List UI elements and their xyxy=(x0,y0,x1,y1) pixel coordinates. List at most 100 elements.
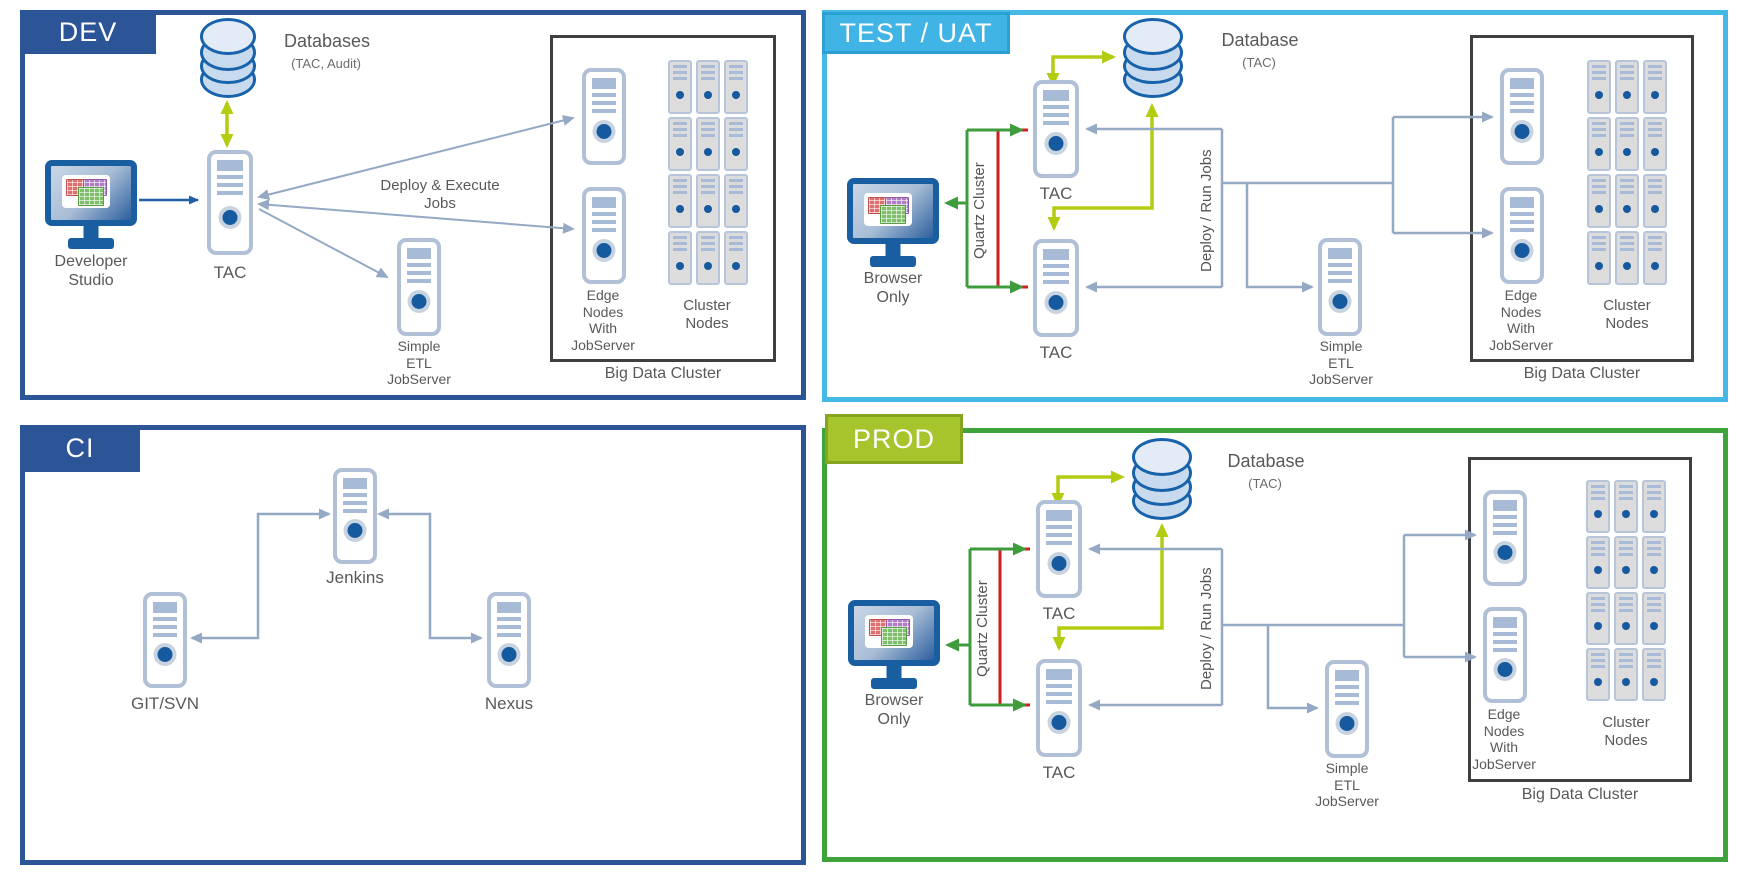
dev-edge-node-1-icon xyxy=(582,68,626,165)
cluster-node-icon xyxy=(1614,480,1638,533)
prod-browser-icon xyxy=(848,600,940,690)
prod-etl-branch xyxy=(1266,625,1319,714)
cluster-node-icon xyxy=(1615,117,1639,171)
cluster-node-icon xyxy=(1587,174,1611,228)
test-cluster-nodes-label: Cluster Nodes xyxy=(1603,297,1651,332)
ci-jenkins-git-link xyxy=(190,508,331,644)
cluster-node-icon xyxy=(1586,480,1610,533)
prod-tac1-label: TAC xyxy=(1042,604,1076,623)
prod-browser-only-label: Browser Only xyxy=(864,692,924,728)
prod-quadrant xyxy=(822,428,1728,862)
ci-jenkins-server-icon xyxy=(333,468,377,564)
dev-simple-etl-server-icon xyxy=(397,238,441,336)
ci-tab: CI xyxy=(20,425,140,472)
test-database-subtitle: (TAC) xyxy=(1242,55,1276,70)
ci-nexus-server-icon xyxy=(487,592,531,688)
cluster-node-icon xyxy=(1586,592,1610,645)
cluster-node-icon xyxy=(1614,592,1638,645)
dev-tac-label: TAC xyxy=(213,263,247,282)
cluster-node-icon xyxy=(1587,117,1611,171)
prod-big-data-cluster-label: Big Data Cluster xyxy=(1521,786,1639,803)
cluster-node-icon xyxy=(668,231,692,285)
test-quartz-red-line xyxy=(996,128,1028,289)
cluster-node-icon xyxy=(1615,231,1639,285)
cluster-node-icon xyxy=(724,231,748,285)
cluster-node-icon xyxy=(668,117,692,171)
cluster-node-icon xyxy=(724,60,748,114)
prod-database-icon xyxy=(1132,438,1192,520)
test-big-data-cluster-box xyxy=(1470,35,1694,362)
dev-tac-edge1-link xyxy=(257,115,575,200)
test-deploy-run-jobs-label: Deploy / Run Jobs xyxy=(1198,149,1215,272)
dev-tac-server-icon xyxy=(207,150,253,255)
cluster-node-icon xyxy=(668,60,692,114)
prod-deploy-run-jobs-label: Deploy / Run Jobs xyxy=(1198,567,1215,690)
test-tac2-label: TAC xyxy=(1039,343,1073,362)
prod-cluster-nodes-grid xyxy=(1586,480,1666,701)
test-simple-etl-label: Simple ETL JobServer xyxy=(1309,338,1373,388)
cluster-node-icon xyxy=(1642,480,1666,533)
cluster-node-icon xyxy=(668,174,692,228)
cluster-node-icon xyxy=(724,117,748,171)
cluster-node-icon xyxy=(1587,60,1611,114)
dev-big-data-cluster-label: Big Data Cluster xyxy=(604,365,722,382)
prod-simple-etl-label: Simple ETL JobServer xyxy=(1315,760,1379,810)
test-big-data-cluster-label: Big Data Cluster xyxy=(1523,365,1641,382)
prod-edge-node-2-icon xyxy=(1483,607,1527,703)
prod-cluster-nodes-label: Cluster Nodes xyxy=(1602,714,1650,749)
prod-quartz-red-line xyxy=(998,547,1030,707)
test-quartz-cluster-label: Quartz Cluster xyxy=(971,162,988,260)
cluster-node-icon xyxy=(1586,536,1610,589)
cluster-node-icon xyxy=(724,174,748,228)
dev-deploy-execute-label: Deploy & Execute Jobs xyxy=(380,177,500,212)
dev-edge-nodes-label: Edge Nodes With JobServer xyxy=(571,287,635,353)
test-tac1-db-link xyxy=(1046,50,1116,87)
ci-jenkins-nexus-link xyxy=(377,508,483,644)
cluster-node-icon xyxy=(696,174,720,228)
cluster-node-icon xyxy=(1642,592,1666,645)
cluster-node-icon xyxy=(1642,536,1666,589)
prod-edge-nodes-label: Edge Nodes With JobServer xyxy=(1472,706,1536,772)
dev-tac-etl-link xyxy=(258,208,389,278)
cluster-node-icon xyxy=(1587,231,1611,285)
test-uat-quadrant xyxy=(822,10,1728,402)
dev-tac-edge2-link xyxy=(257,199,575,234)
cluster-node-icon xyxy=(1643,60,1667,114)
test-database-title: Database xyxy=(1221,30,1299,50)
cluster-node-icon xyxy=(1615,60,1639,114)
cluster-node-icon xyxy=(1586,648,1610,701)
prod-database-subtitle: (TAC) xyxy=(1248,476,1282,491)
cluster-node-icon xyxy=(1643,117,1667,171)
cluster-node-icon xyxy=(1642,648,1666,701)
test-browser-only-label: Browser Only xyxy=(863,270,923,306)
prod-tab: PROD xyxy=(825,414,963,464)
cluster-node-icon xyxy=(696,60,720,114)
dev-cluster-nodes-label: Cluster Nodes xyxy=(683,297,731,332)
test-browser-icon xyxy=(847,178,939,268)
prod-big-data-cluster-box xyxy=(1468,457,1692,782)
prod-database-title: Database xyxy=(1227,451,1305,471)
developer-studio-label: Developer Studio xyxy=(54,253,128,289)
cluster-node-icon xyxy=(1614,536,1638,589)
test-edge-node-2-icon xyxy=(1500,187,1544,284)
dev-databases-title: Databases xyxy=(283,31,371,51)
test-tac2-db-link xyxy=(1047,103,1159,231)
cluster-node-icon xyxy=(696,231,720,285)
test-tac1-server-icon xyxy=(1033,80,1079,178)
cluster-node-icon xyxy=(1643,174,1667,228)
ci-git-svn-label: GIT/SVN xyxy=(130,694,199,713)
prod-quartz-cluster-label: Quartz Cluster xyxy=(974,580,991,678)
cluster-node-icon xyxy=(1615,174,1639,228)
test-uat-tab: TEST / UAT xyxy=(822,12,1010,54)
dev-databases-subtitle: (TAC, Audit) xyxy=(291,56,361,71)
prod-simple-etl-server-icon xyxy=(1325,660,1369,758)
cluster-node-icon xyxy=(1643,231,1667,285)
ci-nexus-label: Nexus xyxy=(484,694,534,713)
cluster-node-icon xyxy=(696,117,720,171)
test-tac2-server-icon xyxy=(1033,239,1079,337)
prod-tac2-db-link xyxy=(1052,523,1169,651)
developer-studio-icon xyxy=(45,160,137,250)
test-database-icon xyxy=(1123,18,1183,98)
test-edge-nodes-label: Edge Nodes With JobServer xyxy=(1489,287,1553,353)
